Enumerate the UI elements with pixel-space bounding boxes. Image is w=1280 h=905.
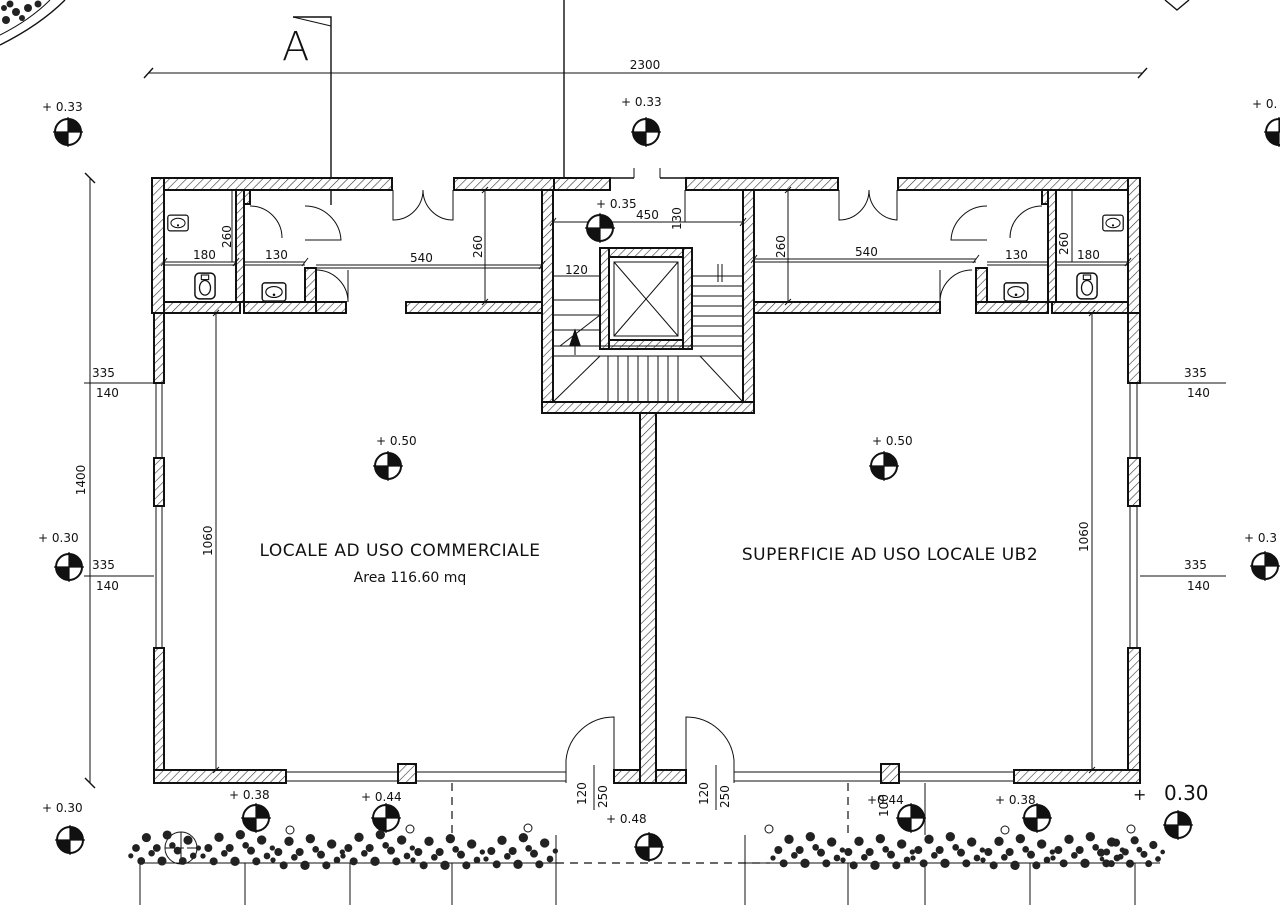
- exterior-paving: [139, 783, 1160, 905]
- level-front-1: + 0.38: [229, 788, 270, 802]
- dim-win-left-a-bot: 140: [96, 386, 119, 400]
- level-front-4: + 0.38: [995, 793, 1036, 807]
- dim-stair-land: 120: [565, 263, 588, 277]
- tree-canopy-fragment: [0, 0, 66, 46]
- dim-wc-left: 180: [193, 248, 216, 262]
- dim-win-left-a-top: 335: [92, 366, 115, 380]
- dim-stair-w: 450: [636, 208, 659, 222]
- room-left-title: LOCALE AD USO COMMERCIALE: [259, 541, 540, 561]
- dim-corr-right: 540: [855, 245, 878, 259]
- level-right-shop: + 0.50: [872, 434, 913, 448]
- section-marker-label: A: [282, 24, 309, 70]
- level-left-shop: + 0.50: [376, 434, 417, 448]
- staircase: [552, 264, 744, 403]
- dim-door-left-b: 250: [596, 785, 610, 808]
- room-left-area: Area 116.60 mq: [354, 570, 467, 586]
- room-right-title: SUPERFICIE AD USO LOCALE UB2: [742, 545, 1038, 565]
- dim-anti-right: 130: [1005, 248, 1028, 262]
- level-top-center: + 0.33: [621, 95, 662, 109]
- level-bottom-right-value: 0.30: [1164, 781, 1209, 805]
- dim-anti-left: 130: [265, 248, 288, 262]
- dim-win-left-b-bot: 140: [96, 579, 119, 593]
- doors: [249, 168, 1043, 783]
- level-stair: + 0.35: [596, 197, 637, 211]
- dim-stair-top: 130: [670, 207, 684, 230]
- hedge-left: [128, 830, 558, 870]
- overall-depth-label: 1400: [74, 465, 88, 496]
- dim-corr-left-h: 260: [471, 235, 485, 258]
- level-right-mid: + 0.3: [1244, 531, 1277, 545]
- level-front-3: +0.44: [867, 793, 904, 807]
- hedge-right: [770, 832, 1165, 870]
- level-left-mid: + 0.30: [38, 531, 79, 545]
- overall-width-dimension: 2300: [143, 58, 1148, 79]
- dim-wc-right: 180: [1077, 248, 1100, 262]
- building-walls: [151, 177, 1141, 784]
- dim-wc-right-h: 260: [1057, 232, 1071, 255]
- dim-win-right-b-top: 335: [1184, 558, 1207, 572]
- level-front-2: + 0.44: [361, 790, 402, 804]
- dim-front-small: 100: [877, 794, 891, 817]
- dim-room-right-h: 1060: [1077, 521, 1091, 552]
- dim-win-left-b-top: 335: [92, 558, 115, 572]
- dim-wc-left-h: 260: [220, 225, 234, 248]
- dim-win-right-a-bot: 140: [1187, 386, 1210, 400]
- dim-door-right-b: 250: [718, 785, 732, 808]
- overall-depth-dimension: 1400: [74, 172, 96, 789]
- dim-corr-right-h: 260: [774, 235, 788, 258]
- dim-win-right-b-bot: 140: [1187, 579, 1210, 593]
- dim-door-right-a: 120: [697, 782, 711, 805]
- dim-door-left-a: 120: [575, 782, 589, 805]
- side-windows: [155, 177, 1138, 782]
- dimension-lines: [84, 186, 1226, 810]
- dim-win-right-a-top: 335: [1184, 366, 1207, 380]
- level-top-right: + 0.: [1252, 97, 1277, 111]
- level-entry: + 0.48: [606, 812, 647, 826]
- dim-room-left-h: 1060: [201, 525, 215, 556]
- level-top-left: + 0.33: [42, 100, 83, 114]
- dim-corr-left: 540: [410, 251, 433, 265]
- overall-width-label: 2300: [630, 58, 661, 72]
- section-marker: A: [282, 16, 332, 205]
- level-bottom-right-sign: +: [1133, 785, 1146, 804]
- service-interior-lines: [164, 261, 1128, 269]
- level-bottom-left: + 0.30: [42, 801, 83, 815]
- north-arrow-fragment: [1164, 0, 1190, 11]
- lift-shaft: [613, 261, 679, 337]
